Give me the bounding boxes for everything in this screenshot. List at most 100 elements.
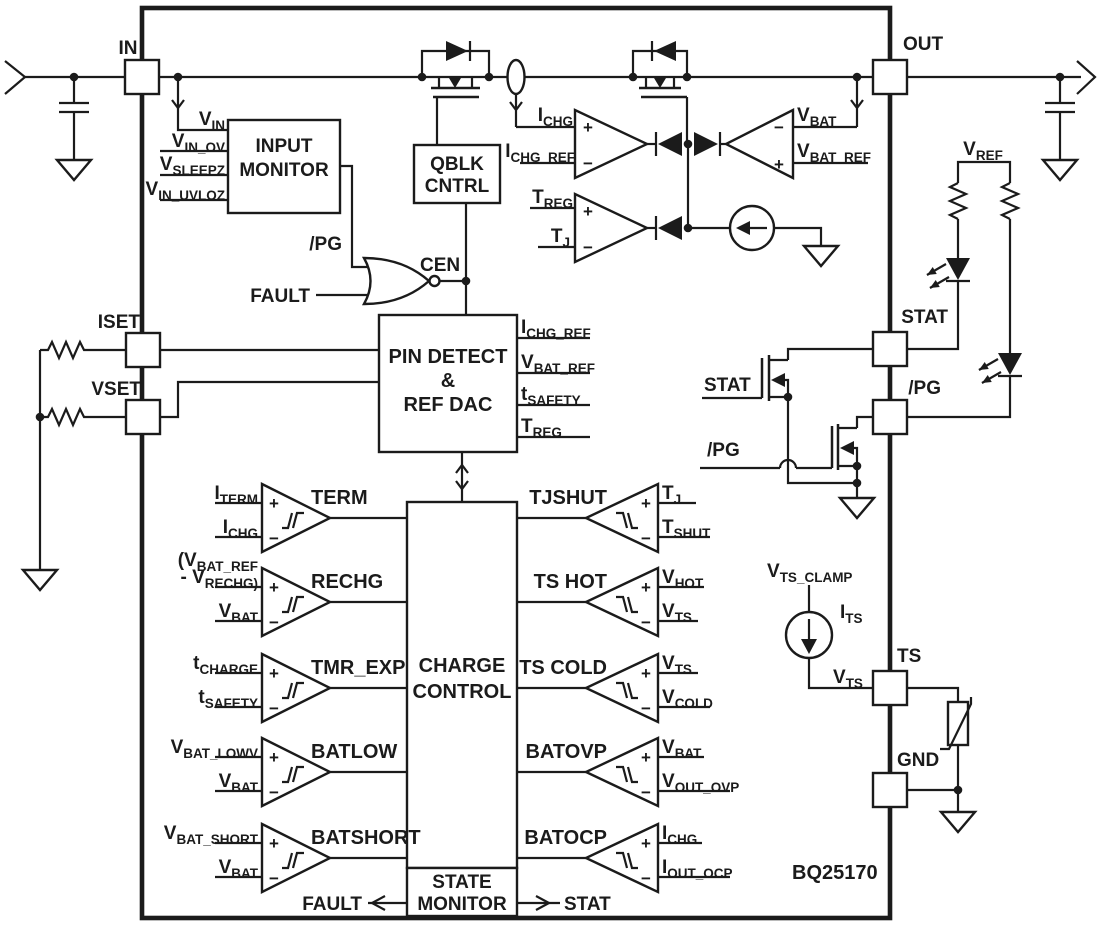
gate-current-source [688,204,841,268]
pin-label-pg: /PG [908,378,941,399]
qblk-cntrl-block: QBLK CNTRL [412,143,502,315]
led-resistor-2 [999,182,1021,220]
svg-text:−: − [774,118,784,137]
svg-text:−: − [269,869,279,888]
svg-text:+: + [269,664,279,683]
comparator-input-label: VOUT_OVP [662,771,739,795]
label-pg-gate: /PG [707,440,740,461]
vset-resistor [40,406,126,428]
comparator-input-label: VBAT_SHORT [164,823,259,847]
label-vref: VREF [963,139,1003,163]
pin-label-ts: TS [897,646,921,667]
label-vts: VTS [833,667,863,691]
comparator-input-label: TJ [662,483,681,507]
svg-text:+: + [641,578,651,597]
label-vin-ov: VIN_OV [172,131,225,155]
svg-text:CONTROL: CONTROL [413,681,512,703]
comparator-input-label: TSHUT [662,517,711,541]
body-diode-1 [446,41,468,61]
label-vbat-ref: VBAT_REF [797,141,871,165]
svg-text:−: − [641,783,651,802]
ground-symbol [837,496,877,520]
label-vbat: VBAT [797,105,837,129]
pin-label-out: OUT [903,34,944,55]
comparator-name: TERM [311,487,368,509]
current-sense [506,58,526,96]
svg-text:+: + [583,118,593,137]
pin-pg [871,398,909,436]
ic-boundary [139,5,893,921]
comparator-input-label: VTS [662,653,692,677]
svg-text:+: + [269,494,279,513]
svg-text:MONITOR: MONITOR [417,894,507,915]
comparator-input-label: tCHARGE [193,653,258,677]
svg-text:QBLK: QBLK [430,154,484,175]
ts-network: VTS_CLAMP ITS VTS [767,561,978,834]
svg-text:−: − [641,613,651,632]
label-pg-internal: /PG [309,234,342,255]
ichg-comparator: + − ICHG ICHG_REF [505,94,650,180]
label-ichg-ref: ICHG_REF [505,141,575,165]
pin-detect-block: PIN DETECT & REF DAC ICHG_REF VBAT_REF t… [377,313,595,502]
pin-label-iset: ISET [98,312,141,333]
comparator-rechg: +−RECHG(VBAT_REF- VRECHG)VBAT [178,550,407,638]
label-cen: CEN [420,255,460,276]
pin-out [871,58,909,96]
iset-resistor [40,339,126,361]
label-dac-ichg-ref: ICHG_REF [521,317,591,341]
svg-text:+: + [269,748,279,767]
pin-gnd [871,771,909,809]
label-dac-treg: TREG [521,416,562,440]
state-monitor-block: STATE MONITOR FAULT STAT [302,866,611,918]
comparator-name: BATSHORT [311,827,421,849]
svg-text:−: − [583,154,593,173]
input-monitor-label: INPUT [256,136,313,157]
comparator-name: TS HOT [534,571,607,593]
comparator-batshort: + − BATSHORT VBAT_SHORT VBAT [164,822,421,894]
led-resistor-1 [947,182,969,220]
label-fault-top: FAULT [250,286,310,307]
pg-output-fet: /PG [700,415,877,520]
label-vin-uvloz: VIN_UVLOZ [146,179,225,203]
ground-symbol [938,810,978,834]
comparator-input-label: VBAT [662,737,702,761]
input-arrow [4,60,27,95]
pin-label-vset: VSET [91,379,141,400]
ground-symbol [20,568,60,592]
output-arrow [1076,60,1097,95]
vin-tap [171,77,228,132]
comparator-name: RECHG [311,571,383,593]
ground-symbol [1040,158,1080,182]
iset-vset [20,339,379,592]
comparator-name: TMR_EXP [311,657,405,679]
label-vts-clamp: VTS_CLAMP [767,561,852,585]
comparator-name: TJSHUT [529,487,607,509]
pg-led [998,353,1022,375]
junction-dots [69,72,1065,82]
input-capacitor [54,77,94,182]
comparator-name: BATLOW [311,741,397,763]
label-dac-vbat-ref: VBAT_REF [521,352,595,376]
thermistor [946,700,970,747]
label-vsleepz: VSLEEPZ [160,154,225,178]
comparator-input-label: VTS [662,601,692,625]
svg-text:+: + [269,834,279,853]
svg-text:STATE: STATE [432,872,491,893]
pin-iset [124,331,162,369]
pin-vset [124,398,162,436]
label-dac-tsafety: tSAFETY [521,384,581,408]
comparator-input-label: VBAT [219,857,259,881]
svg-text:PIN DETECT: PIN DETECT [389,346,508,368]
comparator-name: BATOVP [526,741,608,763]
part-number: BQ25170 [792,862,878,884]
svg-text:CHARGE: CHARGE [419,655,506,677]
svg-text:+: + [641,664,651,683]
ground-symbol [54,158,94,182]
svg-text:CNTRL: CNTRL [425,176,490,197]
